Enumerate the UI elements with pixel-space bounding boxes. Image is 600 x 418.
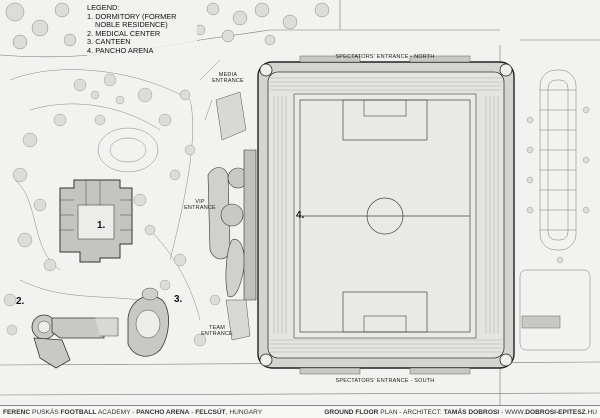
- road-south-edge: [0, 392, 600, 396]
- park-paths: [9, 59, 221, 321]
- footer-text: FELCSÚT: [195, 409, 226, 416]
- west-foyer-buildings: [207, 91, 257, 341]
- legend-item-canteen: 3. CANTEEN: [87, 37, 131, 47]
- trees-north: [5, 2, 330, 50]
- footer-text: .HU: [585, 409, 597, 416]
- footer-text: FLOOR: [355, 409, 379, 416]
- footer-text: PUSKÁS: [30, 409, 61, 416]
- number-dormitory: 1.: [97, 220, 106, 231]
- dormitory-building: [59, 179, 133, 263]
- legend: LEGEND: 1. DORMITORY (FORMER NOBLE RESID…: [87, 3, 197, 56]
- footer-text: -: [189, 409, 196, 416]
- footer-text: GROUND: [324, 409, 356, 416]
- legend-item-dormitory-note: NOBLE RESIDENCE): [95, 20, 168, 30]
- label-vip-line1: VIP: [195, 199, 205, 205]
- footer-text: DOBROSI-EPITESZ: [525, 409, 586, 416]
- parking-east: [519, 69, 591, 351]
- ground-floor-plan-drawing: [0, 0, 600, 405]
- footer-credits: GROUND FLOOR PLAN - ARCHITECT: TAMÁS DOB…: [324, 409, 597, 416]
- number-canteen: 3.: [174, 294, 183, 305]
- label-media-line2: ENTRANCE: [212, 78, 244, 84]
- label-media-entrance: MEDIA ENTRANCE: [206, 72, 250, 84]
- label-team-line1: TEAM: [208, 325, 226, 331]
- trees-east: [526, 106, 590, 264]
- footer-text: , HUNGARY: [225, 409, 263, 416]
- legend-title: LEGEND:: [87, 3, 120, 12]
- label-media-line1: MEDIA: [218, 72, 238, 78]
- trees-park: [3, 73, 221, 347]
- footer-project: FERENC PUSKÁS FOOTBALL ACADEMY - PANCHO …: [3, 409, 262, 416]
- stadium: [257, 55, 515, 375]
- footer-text: PLAN - ARCHITECT:: [378, 409, 444, 416]
- number-medical: 2.: [16, 296, 25, 307]
- footer-text: ACADEMY -: [96, 409, 137, 416]
- label-south-entrance: SPECTATORS' ENTRANCE - SOUTH: [335, 378, 435, 384]
- label-team-entrance: TEAM ENTRANCE: [195, 325, 239, 337]
- east-building: [521, 315, 561, 329]
- footer: FERENC PUSKÁS FOOTBALL ACADEMY - PANCHO …: [0, 405, 600, 418]
- footer-text: TAMÁS DOBROSI: [443, 409, 500, 416]
- label-vip-line2: ENTRANCE: [184, 205, 216, 211]
- label-vip-entrance: VIP ENTRANCE: [178, 199, 222, 211]
- number-arena: 4.: [296, 210, 305, 221]
- footer-text: - WWW.: [499, 409, 526, 416]
- stand-seating-rows: [270, 77, 502, 353]
- medical-center-building: [31, 314, 119, 369]
- footer-text: PANCHO ARENA: [136, 409, 190, 416]
- label-team-line2: ENTRANCE: [201, 331, 233, 337]
- legend-item-medical: 2. MEDICAL CENTER: [87, 28, 161, 38]
- footer-text: FERENC: [3, 409, 31, 416]
- center-circle: [366, 197, 404, 235]
- footer-text: FOOTBALL: [60, 409, 97, 416]
- legend-item-dormitory: 1. DORMITORY (FORMER: [87, 11, 177, 21]
- legend-item-arena: 4. PANCHO ARENA: [87, 45, 154, 55]
- label-north-entrance: SPECTATORS' ENTRANCE - NORTH: [335, 54, 435, 60]
- canteen-building: [127, 287, 169, 357]
